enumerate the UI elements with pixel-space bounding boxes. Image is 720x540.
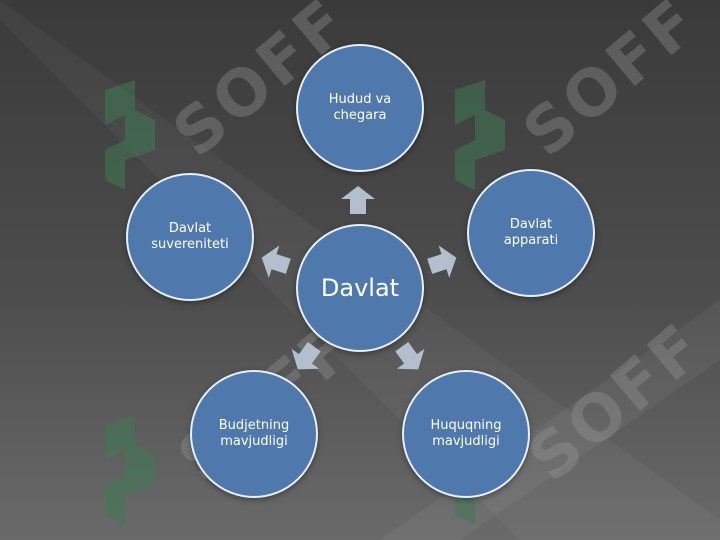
center-node-davlat: Davlat — [296, 224, 424, 352]
node-label: Huquqning mavjudligi — [430, 418, 502, 449]
watermark-logo-top-right — [445, 80, 515, 194]
node-label: Davlat apparati — [503, 217, 559, 248]
node-davlat-apparati: Davlat apparati — [467, 169, 595, 297]
center-node-label: Davlat — [320, 274, 400, 302]
node-davlat-suvereniteti: Davlat suvereniteti — [126, 173, 254, 301]
node-budjetning-mavjudligi: Budjetning mavjudligi — [190, 370, 318, 498]
watermark-logo-bottom-left — [95, 415, 165, 529]
watermark-logo-top-left — [95, 80, 165, 194]
node-hudud-va-chegara: Hudud va chegara — [296, 44, 424, 172]
node-label: Budjetning mavjudligi — [218, 418, 290, 449]
node-label: Davlat suvereniteti — [151, 221, 229, 252]
node-label: Hudud va chegara — [328, 92, 392, 123]
node-huquqning-mavjudligi: Huquqning mavjudligi — [402, 370, 530, 498]
